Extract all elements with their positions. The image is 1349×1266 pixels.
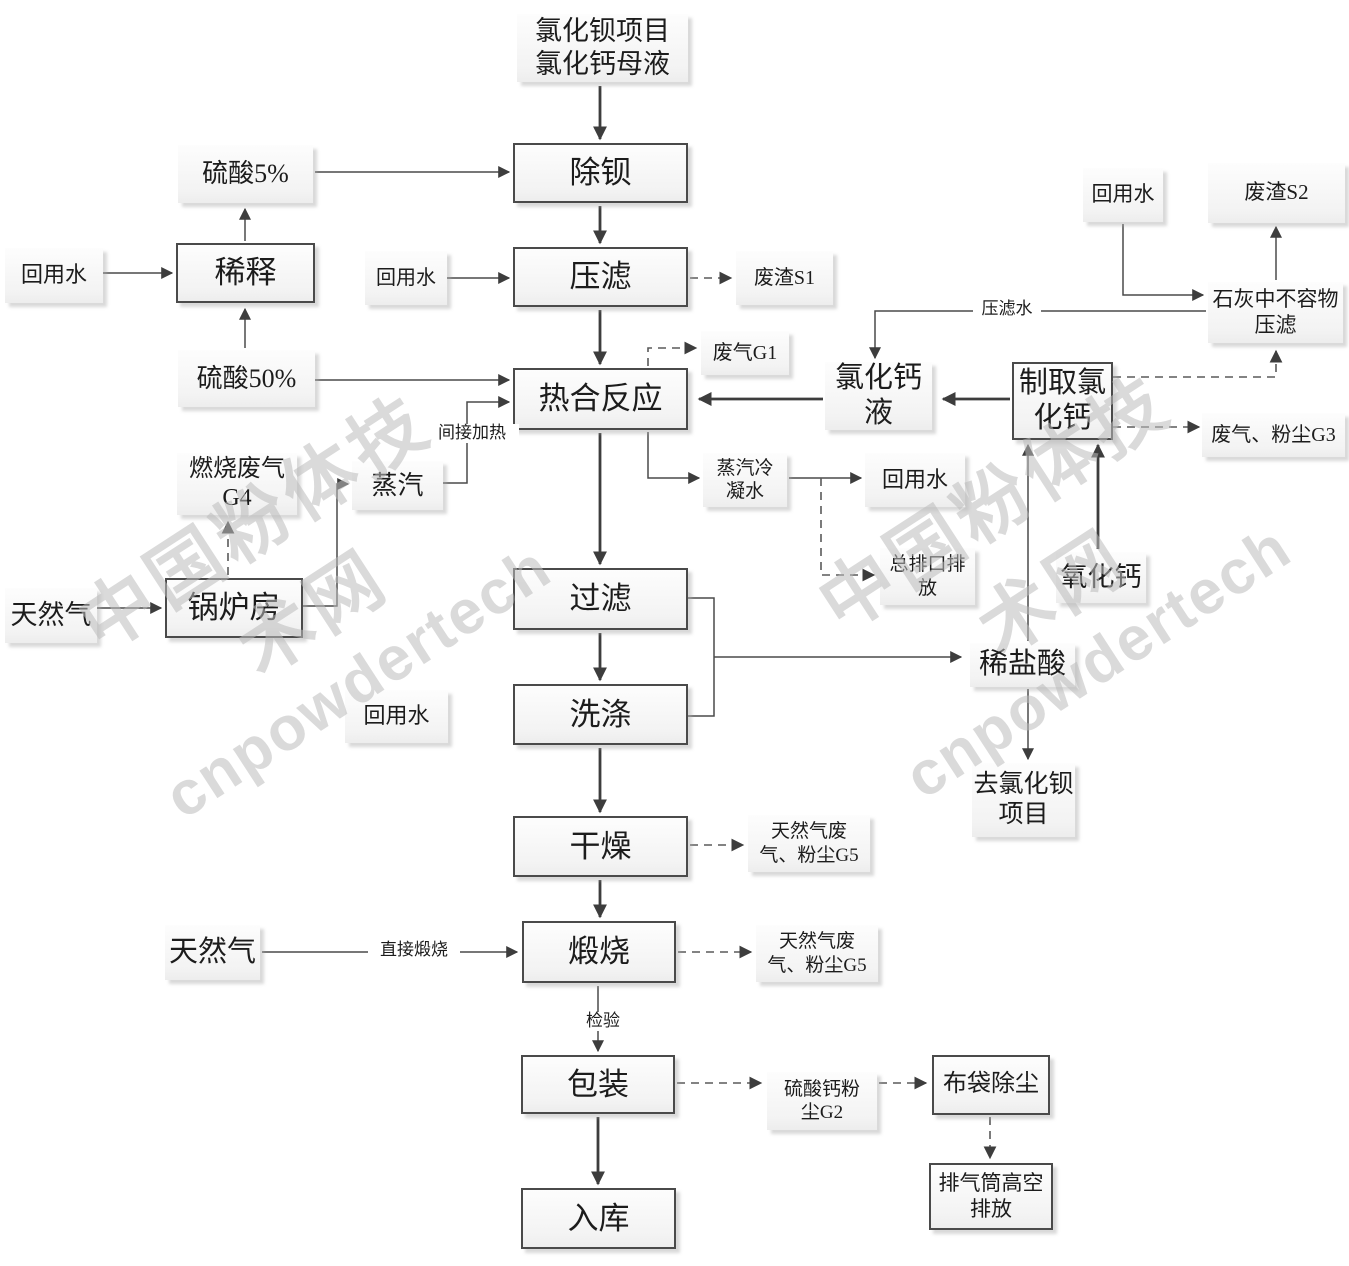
edge-label-indirect-heating: 间接加热 <box>425 423 519 443</box>
label-natural-gas-waste-g5-calcination: 天然气废 气、粉尘G5 <box>756 925 878 982</box>
process-dilution: 稀释 <box>176 243 315 303</box>
label-lime-insolubles-press-filter: 石灰中不容物 压滤 <box>1208 282 1343 343</box>
label-main-outlet-discharge: 总排口排 放 <box>880 548 975 605</box>
label-waste-gas-dust-g3: 废气、粉尘G3 <box>1202 413 1345 457</box>
label-steam-condensate: 蒸汽冷 凝水 <box>703 453 787 507</box>
label-natural-gas-waste-g5-drying: 天然气废 气、粉尘G5 <box>748 815 870 872</box>
label-recycled-water-washing: 回用水 <box>345 690 448 743</box>
label-dilute-hydrochloric-acid: 稀盐酸 <box>970 643 1075 687</box>
process-boiler-room: 锅炉房 <box>165 578 303 638</box>
label-steam: 蒸汽 <box>352 461 443 510</box>
edge-label-press-filter-water: 压滤水 <box>973 299 1041 319</box>
label-recycled-water-dilution: 回用水 <box>5 248 103 303</box>
edge-label-inspection: 检验 <box>578 1011 628 1031</box>
label-sulfuric-acid-50pct: 硫酸50% <box>178 350 315 407</box>
process-filtration: 过滤 <box>513 568 688 630</box>
process-thermal-reaction: 热合反应 <box>513 368 688 430</box>
label-waste-residue-s2: 废渣S2 <box>1208 163 1345 223</box>
process-drying: 干燥 <box>513 816 688 877</box>
label-mother-liquor-source: 氯化钡项目 氯化钙母液 <box>517 14 688 82</box>
process-cacl2-preparation: 制取氯 化钙 <box>1012 362 1113 440</box>
label-waste-residue-s1: 废渣S1 <box>736 251 833 305</box>
process-warehousing: 入库 <box>521 1188 676 1249</box>
label-calcium-oxide: 氧化钙 <box>1056 552 1146 603</box>
label-sulfuric-acid-5pct: 硫酸5% <box>178 145 313 203</box>
process-calcination: 煅烧 <box>522 921 676 983</box>
process-barium-removal: 除钡 <box>513 143 688 203</box>
label-to-barium-chloride-project: 去氯化钡 项目 <box>972 763 1075 837</box>
label-waste-gas-g1: 废气G1 <box>701 331 789 375</box>
process-press-filtration: 压滤 <box>513 247 688 307</box>
label-calcium-chloride-liquid: 氯化钙 液 <box>825 362 932 430</box>
label-recycled-water-condensate: 回用水 <box>865 453 965 507</box>
process-stack-emission: 排气筒高空 排放 <box>929 1163 1053 1230</box>
label-recycled-water-lime: 回用水 <box>1083 168 1163 222</box>
label-natural-gas-boiler: 天然气 <box>5 588 97 643</box>
process-washing: 洗涤 <box>513 684 688 745</box>
process-packaging: 包装 <box>521 1055 675 1114</box>
label-natural-gas-calcination: 天然气 <box>165 925 260 980</box>
edge-label-direct-calcination: 直接煅烧 <box>368 940 460 960</box>
label-combustion-waste-gas-g4: 燃烧废气 G4 <box>177 453 297 515</box>
process-bag-dust-collector: 布袋除尘 <box>932 1055 1050 1115</box>
label-calcium-sulfate-dust-g2: 硫酸钙粉 尘G2 <box>767 1072 877 1130</box>
label-recycled-water-press-filter: 回用水 <box>365 251 447 305</box>
